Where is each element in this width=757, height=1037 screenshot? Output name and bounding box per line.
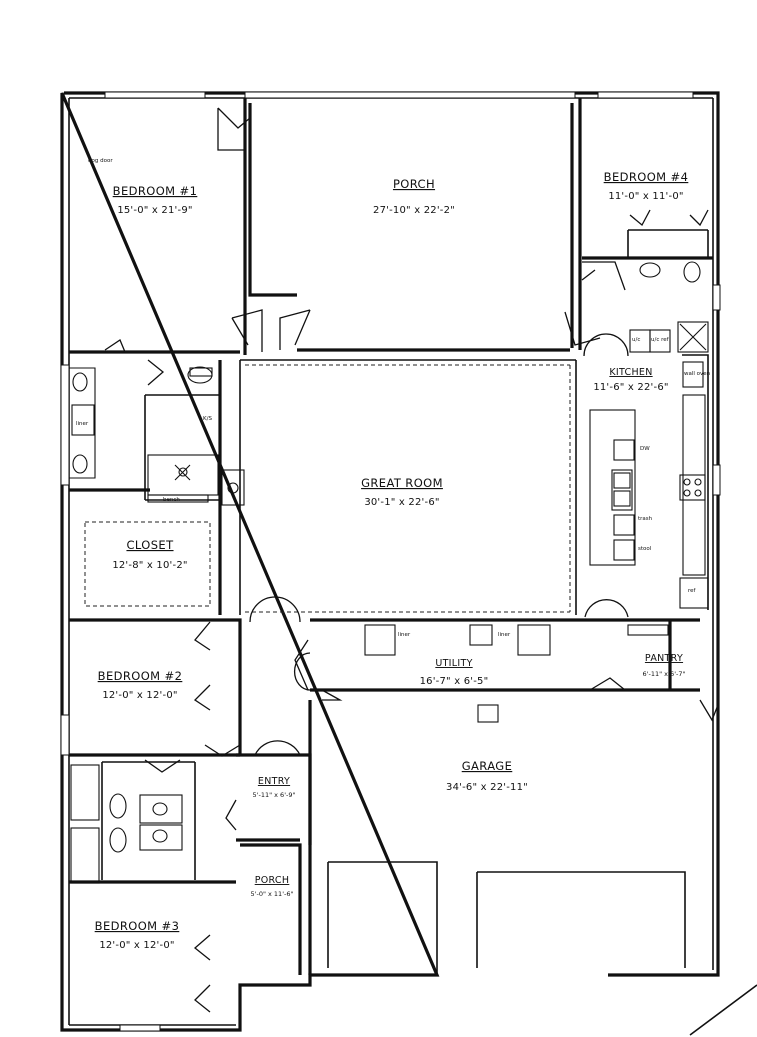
trash-note: trash [638, 516, 653, 522]
garage-dims: 34'-6" x 22'-11" [446, 782, 528, 793]
wall-oven-note: wall oven [684, 371, 711, 377]
bedroom2-name: BEDROOM #2 [98, 669, 183, 683]
bedroom3-dims: 12'-0" x 12'-0" [99, 940, 174, 951]
bedroom4-name: BEDROOM #4 [604, 170, 689, 184]
great-room-dims: 30'-1" x 22'-6" [364, 497, 439, 508]
property-line [689, 984, 757, 1036]
ref-note: ref [688, 588, 697, 594]
stool-note: stool [638, 546, 652, 552]
kitchen-name: KITCHEN [609, 367, 652, 378]
bedroom2-dims: 12'-0" x 12'-0" [102, 690, 177, 701]
fixtures [69, 261, 709, 884]
porch-main-dims: 27'-10" x 22'-2" [373, 205, 455, 216]
porch-front-dims: 5'-0" x 11'-6" [251, 890, 294, 898]
bedroom1-dims: 15'-0" x 21'-9" [117, 205, 192, 216]
porch-main-name: PORCH [393, 177, 435, 191]
closet-dims: 12'-8" x 10'-2" [112, 560, 187, 571]
kitchen-dims: 11'-6" x 22'-6" [593, 382, 668, 393]
bedroom4-dims: 11'-0" x 11'-0" [608, 191, 683, 202]
uc-note: u/c [632, 337, 640, 343]
windows [60, 91, 721, 1032]
bedroom1-name: BEDROOM #1 [113, 184, 198, 198]
pantry-dims: 6'-11" x 6'-7" [643, 670, 686, 678]
utility-name: UTILITY [435, 658, 472, 669]
porch-front-name: PORCH [255, 875, 290, 886]
ks-note: K/S [203, 416, 212, 422]
utility-dims: 16'-7" x 6'-5" [420, 676, 489, 687]
bench-note: bench [163, 497, 180, 503]
uc-ref-note: u/c ref [651, 337, 670, 343]
entry-name: ENTRY [258, 776, 290, 787]
pantry-name: PANTRY [645, 653, 683, 664]
dw-note: DW [640, 446, 650, 452]
door-swings [104, 107, 719, 1013]
fixture-notes: dog door liner K/S bench u/c u/c ref wal… [76, 158, 711, 638]
great-room-name: GREAT ROOM [361, 476, 443, 490]
bedroom3-name: BEDROOM #3 [95, 919, 180, 933]
interior-walls [69, 98, 713, 975]
utility-linen-2: liner [498, 632, 511, 638]
closet-name: CLOSET [126, 538, 174, 552]
room-labels: BEDROOM #1 15'-0" x 21'-9" PORCH 27'-10"… [95, 170, 689, 951]
dog-door-note: dog door [88, 158, 113, 164]
garage-name: GARAGE [462, 759, 513, 773]
utility-linen-1: liner [398, 632, 411, 638]
entry-dims: 5'-11" x 6'-9" [253, 791, 296, 799]
linen-note: liner [76, 421, 89, 427]
